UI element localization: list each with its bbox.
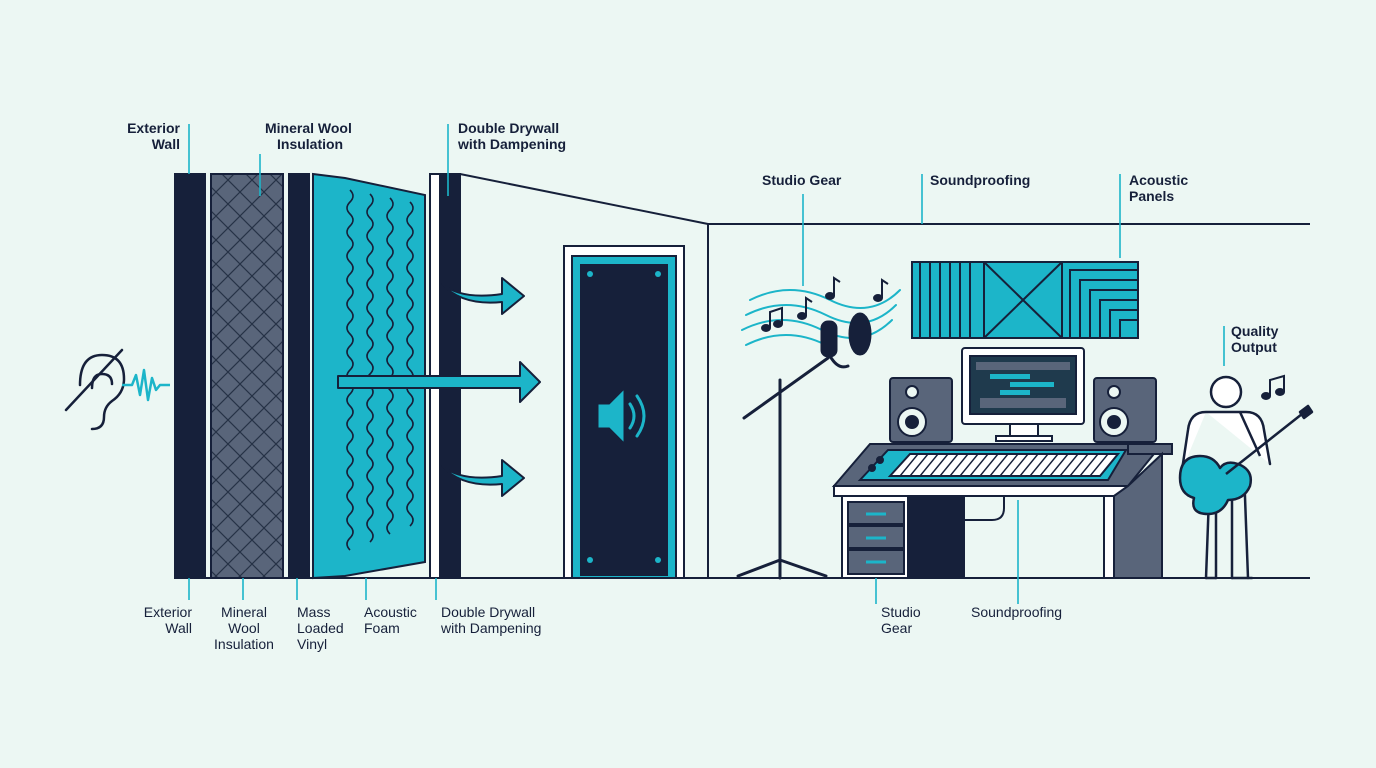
arrow-right-icon: [441, 459, 525, 497]
label-mineral-wool-top: Mineral Wool Insulation: [265, 120, 385, 152]
label-line: Double Drywall: [458, 120, 560, 136]
label-line: Exterior: [127, 120, 180, 136]
label-line: Acoustic: [364, 604, 417, 620]
label-line: Studio Gear: [762, 172, 842, 188]
label-soundproofing-bottom: Soundproofing: [971, 604, 1081, 620]
sound-wave-icon: [122, 368, 170, 402]
label-line: Mineral Wool: [265, 120, 352, 136]
sound-arrows: [337, 277, 541, 497]
arrow-right-icon: [441, 277, 525, 315]
label-double-drywall-top: Double Drywall with Dampening: [458, 120, 598, 152]
label-line: Acoustic: [1129, 172, 1189, 188]
label-line: Output: [1231, 339, 1277, 355]
no-hearing-icon: [64, 348, 126, 431]
speaker-volume-icon: [598, 390, 646, 442]
label-line: Soundproofing: [930, 172, 1031, 188]
guitarist-icon: [1180, 375, 1272, 580]
label-mineral-wool-bottom: Mineral Wool Insulation: [204, 604, 284, 652]
label-line: Insulation: [277, 136, 344, 152]
label-quality-output: Quality Output: [1231, 323, 1311, 355]
label-line: Mineral: [221, 604, 267, 620]
studio-monitor-icon: [889, 377, 953, 443]
mass-loaded-vinyl-layer: [288, 173, 310, 579]
label-line: Soundproofing: [971, 604, 1063, 620]
acoustic-panels-icon: [911, 261, 1139, 339]
label-line: Mass: [297, 604, 331, 620]
mineral-wool-layer: [210, 173, 284, 579]
keyboard-icon: [857, 449, 1128, 481]
label-soundproofing-top: Soundproofing: [930, 172, 1050, 188]
label-line: Wall: [165, 620, 192, 636]
label-line: Vinyl: [297, 636, 328, 652]
studio-monitor-icon: [1093, 377, 1157, 443]
label-line: Exterior: [143, 604, 192, 620]
label-line: Wool: [228, 620, 260, 636]
label-line: Foam: [364, 620, 400, 636]
label-acoustic-foam: Acoustic Foam: [364, 604, 434, 636]
label-line: with Dampening: [458, 136, 567, 152]
label-studio-gear-bottom: Studio Gear: [881, 604, 941, 636]
label-line: Wall: [151, 136, 180, 152]
acoustic-door: [563, 245, 685, 579]
music-note-icon: [1261, 374, 1285, 400]
computer-monitor-icon: [961, 347, 1085, 442]
label-line: Studio: [881, 604, 921, 620]
label-line: Gear: [881, 620, 913, 636]
label-exterior-wall-top: Exterior Wall: [100, 120, 180, 152]
label-studio-gear-top: Studio Gear: [762, 172, 872, 188]
label-exterior-wall-bottom: Exterior Wall: [112, 604, 192, 636]
music-note-icon: [761, 276, 889, 332]
guitar-icon: [1178, 404, 1314, 516]
arrow-right-icon: [337, 361, 541, 403]
label-line: Panels: [1129, 188, 1175, 204]
leader-lines: [188, 124, 1225, 604]
label-acoustic-panels-top: Acoustic Panels: [1129, 172, 1219, 204]
label-mass-loaded-vinyl: Mass Loaded Vinyl: [297, 604, 357, 652]
label-line: Loaded: [297, 620, 344, 636]
label-line: with Dampening: [441, 620, 542, 636]
microphone-icon: [736, 312, 872, 580]
label-line: Quality: [1231, 323, 1279, 339]
label-line: Insulation: [214, 636, 274, 652]
label-double-drywall-bottom: Double Drywall with Dampening: [441, 604, 571, 636]
exterior-wall-layer: [174, 173, 206, 579]
label-line: Double Drywall: [441, 604, 536, 620]
